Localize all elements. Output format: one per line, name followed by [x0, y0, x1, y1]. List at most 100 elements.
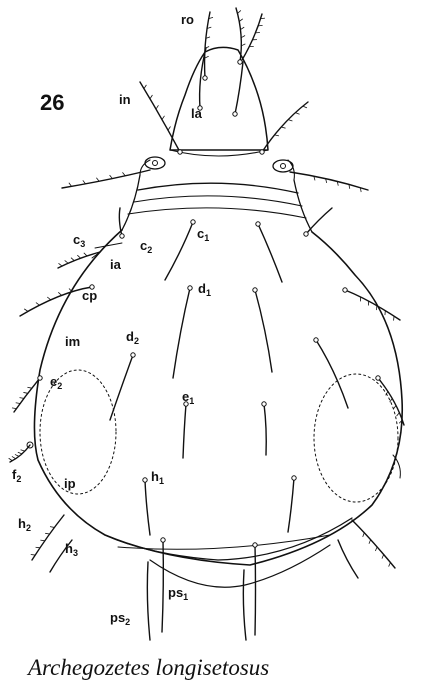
label-cp: cp: [82, 288, 97, 303]
seta-h2-right-barb: [368, 539, 371, 544]
seta-cp: [19, 286, 93, 317]
seta-in-right-barb: [302, 105, 308, 109]
seta-h3-right: [337, 539, 359, 579]
seta-d1-insertion: [187, 285, 193, 291]
seta-ro-right2-barb: [260, 17, 266, 20]
label-la: la: [191, 106, 203, 121]
seta-ro-left-barb: [208, 16, 214, 19]
seta-ro-left: [203, 11, 211, 79]
seta-d2-insertion: [130, 352, 136, 358]
label-d1: d1: [198, 281, 211, 298]
labels: ro la in c3 c2 c1 ia cp im d1 d2 e2 e1 f…: [12, 12, 211, 627]
seta-c3-barb: [58, 262, 63, 267]
seta-in-left-barb: [149, 94, 153, 99]
seta-e1-right-insertion: [261, 401, 267, 407]
seta-h2-barb: [45, 532, 50, 535]
seta-ro-right: [235, 7, 243, 63]
label-in: in: [119, 92, 131, 107]
seta-h2-barb: [40, 539, 45, 542]
seta-d2-right-insertion: [313, 337, 319, 343]
label-ps2: ps2: [110, 610, 130, 627]
seta-e2-right-insertion: [375, 375, 381, 381]
seta-h2-right-barb: [388, 562, 391, 567]
seta-c2-right-insertion: [303, 231, 309, 237]
seta-h2-right-barb: [381, 554, 385, 559]
seta-c3-barb: [70, 257, 75, 261]
seta-h1-insertion: [142, 477, 148, 483]
seta-ro-left-barb: [204, 55, 209, 59]
seta-c2-insertion: [119, 233, 125, 239]
seta-e2-right-barb: [385, 391, 389, 396]
label-h1: h1: [151, 469, 164, 486]
prodorsum: [139, 46, 295, 181]
seta-sens-left-barb: [82, 180, 86, 185]
seta-sens-right: [289, 171, 369, 191]
seta-cp-right: [344, 289, 401, 321]
label-ro: ro: [181, 12, 194, 27]
seta-ps1-right: [254, 544, 257, 636]
seta-sens-left-barb: [96, 177, 100, 182]
seta-sens-right-barb: [348, 184, 351, 189]
seta-cp-barb: [47, 296, 51, 301]
seta-c1-insertion: [190, 219, 196, 225]
seta-ro-right-barb: [239, 18, 244, 22]
seta-e2-barb: [11, 407, 17, 409]
seta-f2-barb: [14, 454, 20, 457]
seta-ro-right2-barb: [258, 24, 263, 27]
seta-h1: [144, 479, 151, 536]
seta-h3: [49, 539, 73, 573]
seta-f2-barb: [11, 456, 16, 460]
seta-f2-barb: [8, 457, 13, 462]
seta-ps2: [146, 561, 151, 641]
seta-e2-right-barb: [393, 405, 397, 410]
seta-e2-barb: [27, 386, 32, 389]
seta-cp-barb: [23, 308, 29, 312]
seta-ps1-insertion: [160, 537, 166, 543]
seta-h2-right: [351, 519, 396, 569]
seta-in-left-insertion: [177, 149, 183, 155]
seta-f2-barb: [20, 449, 25, 452]
seta-e2-barb: [15, 402, 21, 404]
seta-h2-right-barb: [362, 532, 365, 538]
seta-c1-right: [257, 223, 283, 283]
label-im: im: [65, 334, 80, 349]
seta-c3-barb: [64, 260, 69, 264]
seta-h1-right-insertion: [291, 475, 297, 481]
seta-ro-left-barb: [205, 36, 211, 39]
seta-in-left: [139, 81, 181, 153]
seta-d1: [172, 287, 191, 379]
seta-e2-insertion: [37, 375, 43, 381]
seta-f2-barb: [17, 451, 23, 455]
seta-cp-barb: [68, 288, 73, 292]
seta-h2-barb: [30, 554, 36, 556]
seta-c1: [164, 221, 194, 281]
label-h3: h3: [65, 541, 78, 558]
label-c1: c1: [197, 226, 209, 243]
seta-e2-barb: [19, 397, 24, 399]
seta-sens-right-barb: [359, 187, 362, 193]
seta-e1: [182, 403, 187, 459]
seta-la-right: [234, 61, 244, 115]
seta-ps1: [161, 539, 165, 633]
label-ip: ip: [64, 476, 76, 491]
seta-sens-left-barb: [68, 182, 72, 187]
seta-ro-right-barb: [241, 43, 246, 47]
seta-la-left-insertion: [197, 105, 203, 111]
seta-e1-insertion: [183, 401, 189, 407]
seta-in-left-barb: [161, 115, 165, 120]
seta-c1-right-insertion: [255, 221, 261, 227]
dorsosejugal-furrow: [121, 174, 313, 233]
seta-e2-barb: [23, 392, 28, 394]
label-d2: d2: [126, 329, 139, 346]
seta-d1-right-insertion: [252, 287, 258, 293]
seta-d2: [109, 354, 134, 421]
figure-number: 26: [40, 90, 64, 115]
label-c3: c3: [73, 232, 85, 249]
seta-ro-left-barb: [206, 26, 212, 29]
seta-d2-right: [315, 339, 349, 409]
label-ps1: ps1: [168, 585, 188, 602]
setae-group: [8, 7, 405, 641]
seta-ps2-right: [242, 569, 247, 641]
seta-in-left-barb: [143, 84, 147, 89]
